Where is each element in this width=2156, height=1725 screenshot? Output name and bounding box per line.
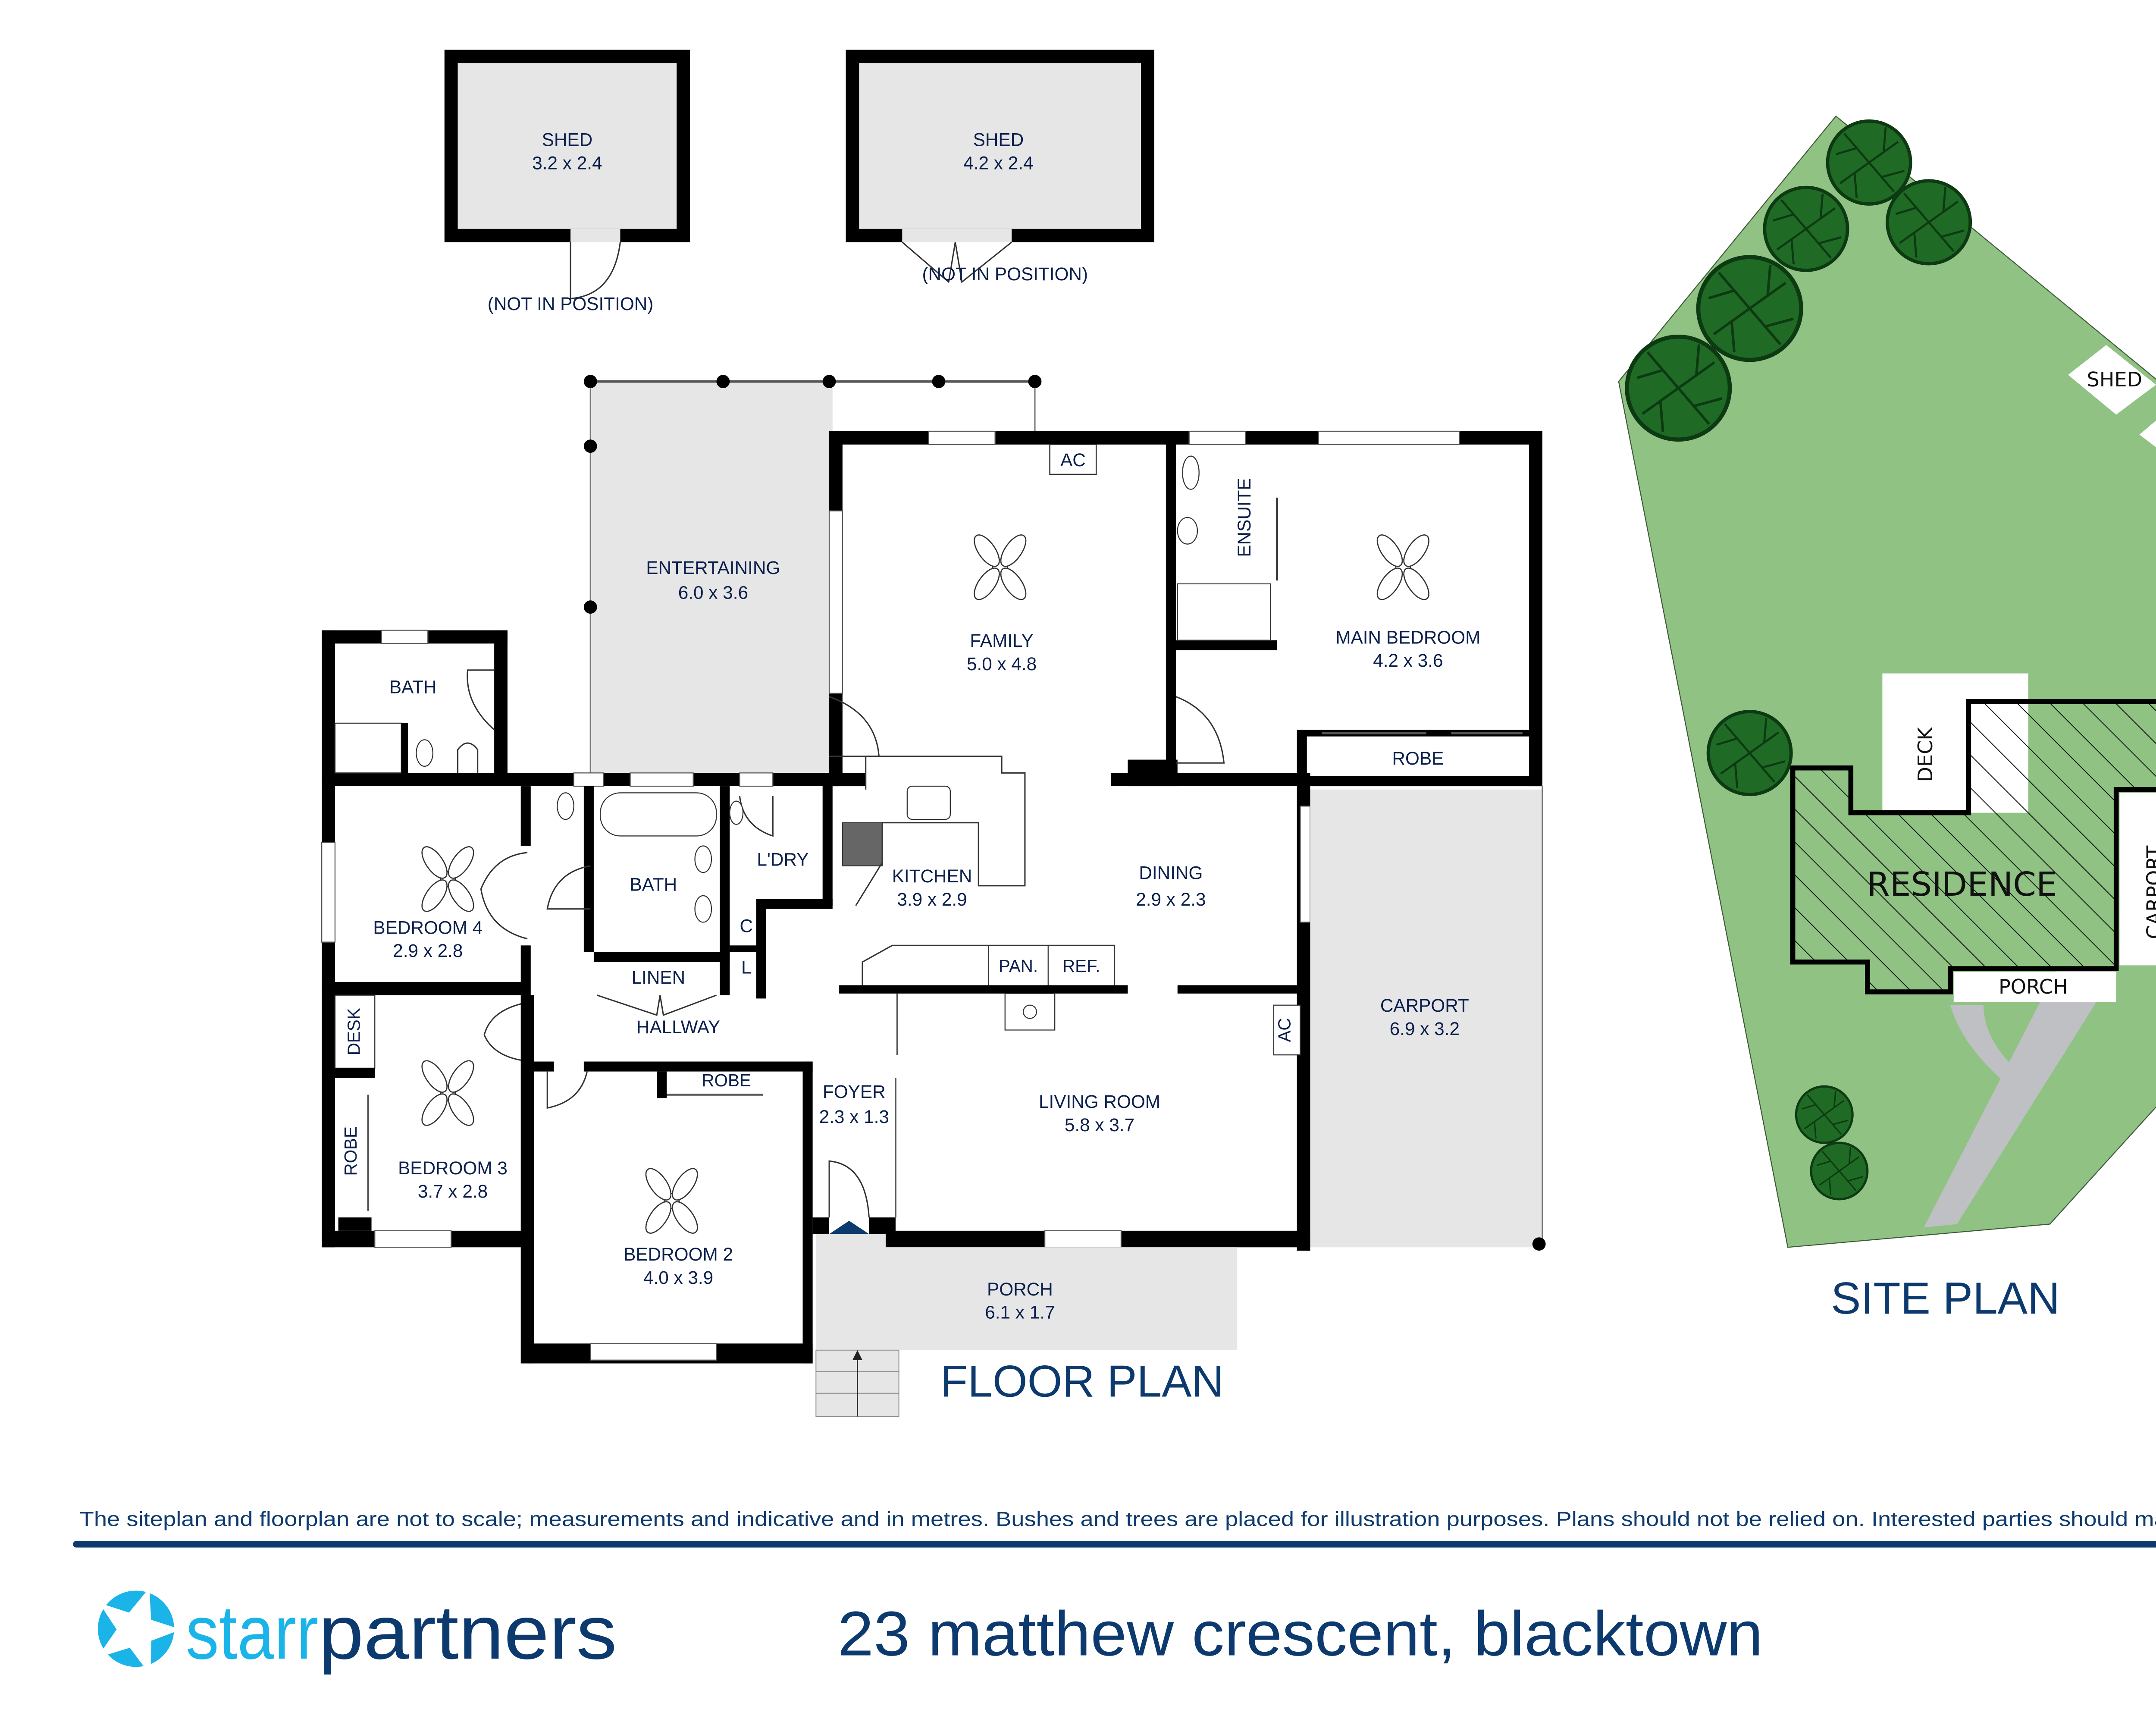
site-carport: [2119, 793, 2156, 966]
star-logo-icon: [97, 1587, 181, 1675]
site-plan-title: SITE PLAN: [1831, 1273, 2060, 1324]
bath1-label: BATH: [389, 677, 437, 697]
dining-name: DINING: [1139, 862, 1203, 883]
shed-1: SHED 3.2 x 2.4 (NOT IN POSITION): [444, 50, 690, 314]
shed-2-size: 4.2 x 2.4: [963, 153, 1033, 173]
bedroom3-name: BEDROOM 3: [398, 1158, 508, 1178]
ensuite-label: ENSUITE: [1234, 478, 1254, 557]
disclaimer: The siteplan and floorplan are not to sc…: [80, 1508, 2156, 1530]
site-plan: SHED SHED DECK RESIDENCE CARPORT PORCH: [1618, 115, 2156, 1324]
brand-logo[interactable]: starr partners: [83, 1574, 617, 1680]
brand-partners: partners: [318, 1590, 617, 1675]
footer: The siteplan and floorplan are not to sc…: [73, 1508, 2156, 1680]
cooktop-icon: [842, 822, 883, 866]
entertaining-size: 6.0 x 3.6: [678, 582, 748, 602]
carport-size: 6.9 x 3.2: [1390, 1019, 1460, 1039]
cupboard-l-label: L: [741, 957, 752, 978]
ac-family-label: AC: [1060, 450, 1086, 470]
divider: [73, 1541, 2156, 1548]
fridge-label: REF.: [1062, 956, 1100, 976]
shed-2-name: SHED: [973, 129, 1024, 150]
floor-plan: AC ENSUITE FAMILY 5.0 x 4.8 MAIN BEDROOM…: [321, 375, 1546, 1417]
entry-arrow-icon: [829, 1220, 869, 1234]
main-bedroom-name: MAIN BEDROOM: [1335, 627, 1480, 647]
linen-label: LINEN: [632, 967, 686, 988]
laundry-label: L'DRY: [757, 850, 808, 870]
entertaining-name: ENTERTAINING: [646, 558, 780, 578]
bedroom2-size: 4.0 x 3.9: [643, 1267, 713, 1288]
property-address: 23 matthew crescent, blacktown: [837, 1598, 1763, 1669]
bed2-robe-label: ROBE: [702, 1070, 751, 1090]
entertaining-area: [590, 381, 833, 780]
living-size: 5.8 x 3.7: [1065, 1115, 1134, 1135]
floor-plan-title: FLOOR PLAN: [940, 1356, 1224, 1406]
carport-area: [1310, 789, 1542, 1248]
site-shed-1: SHED: [2068, 345, 2156, 415]
shed-2: SHED 4.2 x 2.4 (NOT IN POSITION): [846, 50, 1154, 284]
kitchen-name: KITCHEN: [892, 866, 972, 886]
main-bedroom-size: 4.2 x 3.6: [1373, 650, 1443, 671]
bath2-label: BATH: [630, 874, 677, 894]
pantry-label: PAN.: [999, 956, 1038, 976]
bedroom3-size: 3.7 x 2.8: [418, 1181, 488, 1201]
site-porch: [1953, 972, 2116, 1002]
foyer-size: 2.3 x 1.3: [819, 1107, 889, 1127]
porch-size: 6.1 x 1.7: [985, 1302, 1055, 1323]
site-shed-2: SHED: [2139, 420, 2156, 448]
shed-1-note: (NOT IN POSITION): [488, 294, 654, 314]
hallway-label: HALLWAY: [636, 1017, 720, 1037]
carport-label: CARPORT: [2143, 845, 2156, 939]
deck-label: DECK: [1914, 727, 1937, 782]
family-name: FAMILY: [970, 630, 1033, 651]
shed-2-note: (NOT IN POSITION): [922, 264, 1088, 284]
bedroom2-name: BEDROOM 2: [624, 1244, 733, 1264]
sink-icon: [906, 785, 951, 820]
shed-1-size: 3.2 x 2.4: [532, 153, 602, 173]
main-robe-label: ROBE: [1392, 748, 1444, 768]
residence-label: RESIDENCE: [1867, 866, 2057, 904]
brand-starr: starr: [186, 1590, 319, 1675]
porch-label: PORCH: [1999, 975, 2068, 998]
carport-name: CARPORT: [1380, 995, 1469, 1016]
living-name: LIVING ROOM: [1039, 1091, 1160, 1112]
shed-1-name: SHED: [542, 129, 593, 150]
foyer-name: FOYER: [823, 1082, 886, 1102]
bedroom4-name: BEDROOM 4: [373, 917, 483, 938]
desk-label: DESK: [344, 1008, 364, 1055]
svg-text:SHED: SHED: [2087, 368, 2143, 391]
porch-name: PORCH: [987, 1279, 1053, 1299]
family-size: 5.0 x 4.8: [967, 654, 1037, 674]
porch-area: [816, 1234, 1238, 1350]
ac-living-label: AC: [1274, 1018, 1294, 1042]
site-residence: [1790, 699, 2156, 994]
bedroom4-size: 2.9 x 2.8: [393, 941, 463, 961]
kitchen-size: 3.9 x 2.9: [897, 889, 967, 910]
steps: [815, 1349, 899, 1417]
cupboard-c-label: C: [740, 916, 753, 936]
dining-size: 2.9 x 2.3: [1136, 889, 1206, 910]
bed3-robe-label: ROBE: [341, 1126, 360, 1176]
